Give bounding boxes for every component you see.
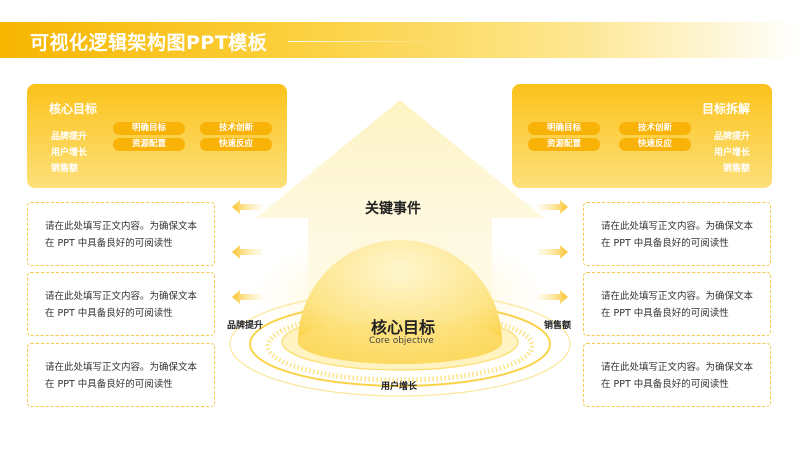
arrow-left-icon: [232, 245, 262, 259]
title-bar: [0, 22, 800, 58]
text-box-line: 请在此处填写正文内容。为确保文本: [601, 291, 754, 302]
right-pill: 技术创新: [619, 122, 691, 135]
right-panel: 目标拆解 品牌提升 用户增长 销售额 明确目标 技术创新 资源配置 快速反应: [512, 84, 772, 188]
sales-label: 销售额: [544, 321, 572, 331]
arrow-right-icon: [538, 290, 568, 304]
left-pill: 快速反应: [200, 138, 272, 151]
text-box-line: 在 PPT 中具备良好的可阅读性: [601, 238, 729, 249]
left-pill: 技术创新: [200, 122, 272, 135]
right-pill: 明确目标: [528, 122, 600, 135]
right-panel-item: 销售额: [722, 164, 750, 174]
core-objective-subtitle: Core objective: [369, 336, 434, 346]
left-panel: 核心目标 品牌提升 用户增长 销售额 明确目标 技术创新 资源配置 快速反应: [27, 84, 287, 188]
arrow-right-icon: [538, 245, 568, 259]
text-box-line: 在 PPT 中具备良好的可阅读性: [601, 308, 729, 319]
center-arrow-graphic: [229, 100, 571, 397]
right-panel-title: 目标拆解: [701, 102, 750, 116]
left-panel-item: 销售额: [51, 164, 79, 174]
dome-base: [298, 320, 502, 364]
left-panel-item: 用户增长: [51, 148, 88, 158]
left-text-box: 请在此处填写正文内容。为确保文本 在 PPT 中具备良好的可阅读性: [27, 343, 215, 407]
left-panel-item: 品牌提升: [51, 132, 88, 142]
right-pill: 快速反应: [619, 138, 691, 151]
text-box-line: 在 PPT 中具备良好的可阅读性: [601, 379, 729, 390]
right-text-box: 请在此处填写正文内容。为确保文本 在 PPT 中具备良好的可阅读性: [583, 272, 771, 336]
right-text-box: 请在此处填写正文内容。为确保文本 在 PPT 中具备良好的可阅读性: [583, 202, 771, 266]
text-box-line: 请在此处填写正文内容。为确保文本: [45, 362, 198, 373]
right-pill: 资源配置: [528, 138, 600, 151]
left-pill: 明确目标: [113, 122, 185, 135]
left-panel-title: 核心目标: [49, 102, 98, 116]
text-box-line: 请在此处填写正文内容。为确保文本: [45, 221, 198, 232]
right-panel-item: 品牌提升: [713, 132, 750, 142]
left-pill: 资源配置: [113, 138, 185, 151]
arrow-left-icon: [232, 200, 262, 214]
page-title: 可视化逻辑架构图PPT模板: [30, 32, 268, 54]
left-text-box: 请在此处填写正文内容。为确保文本 在 PPT 中具备良好的可阅读性: [27, 202, 215, 266]
dashed-ring: [265, 309, 535, 383]
text-box-line: 请在此处填写正文内容。为确保文本: [601, 221, 754, 232]
text-box-line: 在 PPT 中具备良好的可阅读性: [45, 379, 173, 390]
right-text-box: 请在此处填写正文内容。为确保文本 在 PPT 中具备良好的可阅读性: [583, 343, 771, 407]
text-box-line: 在 PPT 中具备良好的可阅读性: [45, 238, 173, 249]
text-box-line: 在 PPT 中具备良好的可阅读性: [45, 308, 173, 319]
user-growth-label: 用户增长: [381, 382, 418, 392]
text-box-line: 请在此处填写正文内容。为确保文本: [601, 362, 754, 373]
title-decoration-line: [288, 41, 438, 42]
text-box-line: 请在此处填写正文内容。为确保文本: [45, 291, 198, 302]
arrow-left-icon: [232, 290, 262, 304]
left-text-box: 请在此处填写正文内容。为确保文本 在 PPT 中具备良好的可阅读性: [27, 272, 215, 336]
key-event-label: 关键事件: [365, 201, 421, 217]
right-panel-item: 用户增长: [713, 148, 750, 158]
arrow-right-icon: [538, 200, 568, 214]
brand-label: 品牌提升: [227, 321, 264, 331]
core-objective-title: 核心目标: [371, 318, 436, 337]
